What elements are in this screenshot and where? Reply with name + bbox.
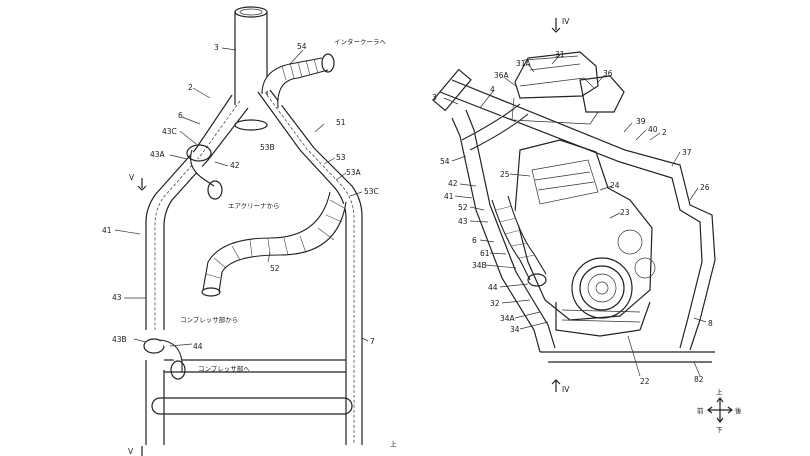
right-intake-duct [461, 103, 547, 287]
direction-up-left: 上 [390, 439, 397, 448]
label-34A: 34A [500, 314, 516, 323]
duct-52 [201, 191, 347, 297]
label-2: 2 [188, 83, 193, 92]
left-labels: 3 54 インタークーラへ 2 6 51 43C 43A 42 53B 53 5… [102, 37, 397, 456]
bottom-cross-tubes [151, 359, 353, 415]
compass-front: 前 [697, 406, 704, 415]
right-figure [432, 18, 733, 423]
label-53C: 53C [364, 187, 379, 196]
label-53A: 53A [346, 168, 362, 177]
engine [514, 139, 656, 337]
label-53: 53 [336, 153, 346, 162]
left-figure [114, 6, 369, 456]
label-36: 36 [603, 69, 613, 78]
left-leaders [114, 47, 369, 347]
label-8: 8 [708, 319, 713, 328]
label-iv-top: IV [562, 17, 570, 26]
note-compressor-from: コンプレッサ部から [180, 315, 238, 324]
compass-rear: 後 [735, 406, 742, 415]
label-31A: 31A [516, 59, 532, 68]
intake-duct-54 [261, 53, 335, 109]
compass-up: 上 [716, 387, 723, 396]
label-82: 82 [694, 375, 704, 384]
label-61: 61 [480, 249, 490, 258]
right-labels: IV 31 31A 36A 36 3 4 39 40 2 37 54 25 24… [432, 17, 742, 434]
label-52-right: 52 [458, 203, 468, 212]
label-iv-bottom: IV [562, 385, 570, 394]
head-pipe [234, 6, 268, 131]
label-42: 42 [230, 161, 240, 170]
label-52: 52 [270, 264, 280, 273]
label-41: 41 [102, 226, 112, 235]
label-4: 4 [490, 85, 495, 94]
note-intercooler: インタークーラへ [334, 37, 387, 46]
label-39: 39 [636, 117, 646, 126]
label-34B: 34B [472, 261, 487, 270]
label-40: 40 [648, 125, 658, 134]
label-41-right: 41 [444, 192, 454, 201]
right-frame-tube [257, 89, 363, 445]
label-36A: 36A [494, 71, 510, 80]
label-26: 26 [700, 183, 710, 192]
label-51: 51 [336, 118, 346, 127]
label-42-right: 42 [448, 179, 458, 188]
label-53B: 53B [260, 143, 275, 152]
label-54: 54 [297, 42, 307, 51]
inlet-42 [186, 144, 223, 200]
section-line-v [137, 178, 147, 456]
right-frame [432, 68, 716, 363]
label-2-right: 2 [662, 128, 667, 137]
label-24: 24 [610, 181, 620, 190]
compass-down: 下 [716, 426, 723, 434]
label-v-top: V [129, 173, 135, 182]
outlet-44 [143, 338, 186, 380]
label-31: 31 [555, 50, 565, 59]
label-32: 32 [490, 299, 500, 308]
label-22: 22 [640, 377, 650, 386]
label-7: 7 [370, 337, 375, 346]
left-frame-tube [145, 94, 249, 445]
label-43-right: 43 [458, 217, 468, 226]
direction-compass [707, 397, 733, 423]
label-43A: 43A [150, 150, 166, 159]
label-44-right: 44 [488, 283, 498, 292]
label-37: 37 [682, 148, 692, 157]
label-43C: 43C [162, 127, 177, 136]
label-6-right: 6 [472, 236, 477, 245]
label-6: 6 [178, 111, 183, 120]
note-compressor-to: コンプレッサ部へ [198, 364, 250, 373]
label-3: 3 [214, 43, 219, 52]
label-25: 25 [500, 170, 510, 179]
label-44: 44 [193, 342, 203, 351]
label-34: 34 [510, 325, 520, 334]
label-54-right: 54 [440, 157, 450, 166]
section-line-iv [551, 18, 561, 392]
label-v-bottom: V [128, 447, 134, 456]
label-3-right: 3 [432, 93, 437, 102]
label-43: 43 [112, 293, 122, 302]
label-23: 23 [620, 208, 630, 217]
label-43B: 43B [112, 335, 127, 344]
note-air-cleaner: エアクリーナから [228, 202, 280, 210]
right-leaders [443, 54, 707, 377]
